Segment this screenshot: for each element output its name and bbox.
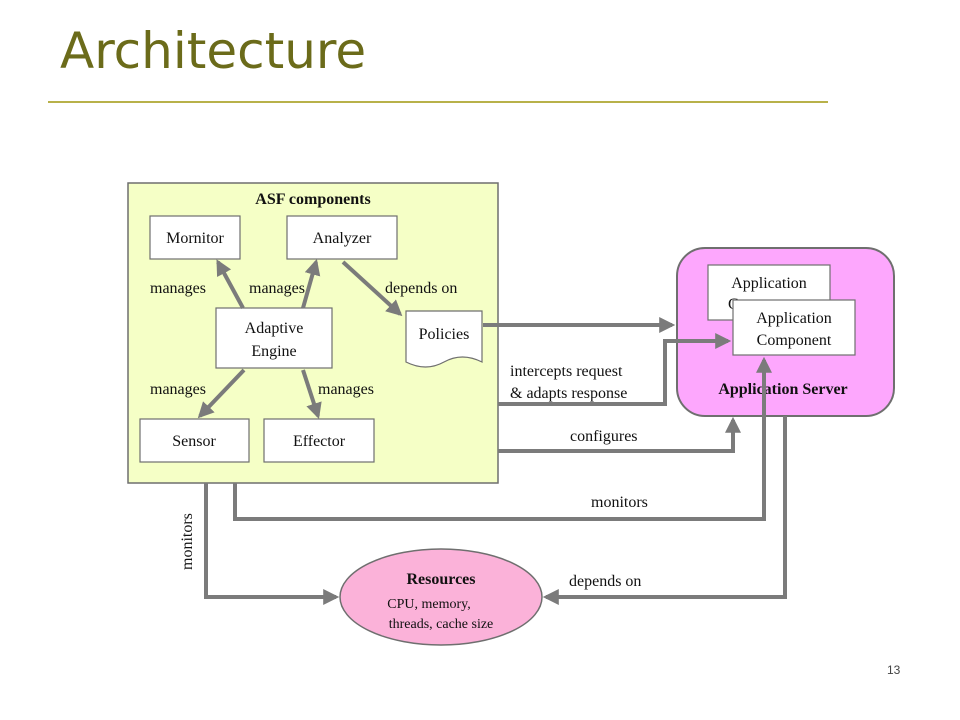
- label-monitors-app: monitors: [591, 494, 648, 511]
- title-divider: [48, 101, 828, 103]
- policies-label: Policies: [419, 326, 470, 343]
- sensor-label: Sensor: [172, 433, 216, 450]
- monitor-label: Mornitor: [166, 230, 224, 247]
- arrow-engine-sensor: [197, 368, 246, 419]
- label-monitors-resources: monitors: [179, 513, 196, 570]
- arrow-engine-analyzer: [301, 258, 321, 309]
- policies-document: [405, 310, 483, 368]
- label-manages-effector: manages: [318, 381, 374, 398]
- analyzer-box: [286, 215, 398, 260]
- arrow-configures: [498, 416, 741, 453]
- app-front-label-2: Component: [757, 332, 832, 349]
- asf-components-title: ASF components: [255, 191, 370, 208]
- adaptive-engine-box: [215, 307, 333, 369]
- slide-title: Architecture: [60, 22, 367, 80]
- page-number: 13: [887, 663, 901, 677]
- arrow-engine-effector: [301, 369, 322, 420]
- sensor-box: [139, 418, 250, 463]
- label-manages-monitor: manages: [150, 280, 206, 297]
- label-depends-on-resources: depends on: [569, 573, 641, 590]
- label-manages-analyzer: manages: [249, 280, 305, 297]
- analyzer-label: Analyzer: [313, 230, 372, 247]
- resources-ellipse: [339, 548, 543, 646]
- arrow-monitors-resources: [204, 483, 340, 605]
- monitor-box: [149, 215, 241, 260]
- resources-title: Resources: [406, 571, 475, 588]
- label-depends-on-policies: depends on: [385, 280, 457, 297]
- engine-label-2: Engine: [251, 343, 296, 360]
- app-front-label-1: Application: [756, 310, 832, 327]
- label-intercepts-2: & adapts response: [510, 385, 627, 402]
- arrow-monitors-app: [233, 356, 772, 521]
- arrow-depends-resources: [542, 416, 787, 605]
- label-intercepts-1: intercepts request: [510, 363, 623, 380]
- label-manages-sensor: manages: [150, 381, 206, 398]
- arrow-analyzer-policies: [341, 260, 403, 317]
- effector-label: Effector: [293, 433, 346, 450]
- arrow-intercepts: [498, 333, 732, 406]
- label-configures: configures: [570, 428, 638, 445]
- application-server-label: Application Server: [718, 381, 847, 398]
- arrow-engine-monitor: [216, 259, 245, 309]
- app-back-label-1: Application: [731, 275, 807, 292]
- resources-line-1: CPU, memory,: [387, 597, 470, 612]
- application-component-front: [732, 299, 856, 356]
- resources-line-2: threads, cache size: [389, 617, 494, 632]
- engine-label-1: Adaptive: [245, 320, 304, 337]
